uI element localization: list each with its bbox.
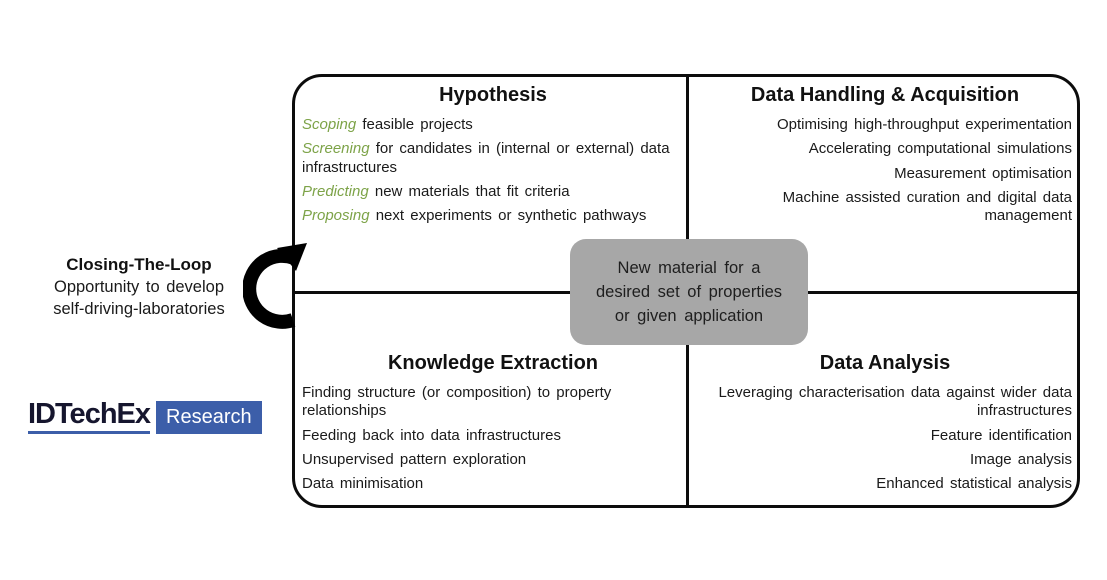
central-goal-line: New material for a: [617, 259, 761, 277]
closing-loop-line: Opportunity to develop: [53, 278, 225, 296]
list-item: Feeding back into data infrastructures: [302, 426, 561, 444]
hypothesis-item-lead: Screening: [302, 140, 370, 158]
list-item: Leveraging characterisation data against…: [718, 384, 1072, 420]
idtechex-logo: IDTechEx Research: [28, 400, 262, 434]
idtechex-wordmark: IDTechEx: [28, 400, 151, 434]
list-item: Accelerating computational simulations: [808, 140, 1072, 158]
hypothesis-item-lead: Predicting: [302, 182, 369, 200]
quadrant-title: Knowledge Extraction: [387, 352, 599, 374]
quadrant-data-analysis: Data Analysis Leveraging characterisatio…: [698, 352, 1072, 499]
quadrant-title: Data Handling & Acquisition: [750, 84, 1020, 106]
closing-loop-line: self-driving-laboratories: [53, 300, 225, 318]
central-goal-box: New material for a desired set of proper…: [570, 239, 808, 345]
closing-loop-label: Closing-The-Loop Opportunity to develop …: [30, 254, 248, 320]
closing-loop-arrow-icon: [243, 243, 307, 329]
hypothesis-item: Scoping feasible projects: [302, 116, 684, 134]
quadrant-knowledge-extraction: Knowledge Extraction Finding structure (…: [302, 352, 684, 499]
hypothesis-item-rest: new materials that fit criteria: [368, 182, 570, 200]
closing-loop-title: Closing-The-Loop: [66, 255, 212, 274]
list-item: Enhanced statistical analysis: [876, 475, 1072, 493]
quadrant-data-handling: Data Handling & Acquisition Optimising h…: [698, 84, 1072, 231]
list-item: Finding structure (or composition) to pr…: [302, 384, 612, 420]
list-item: Feature identification: [930, 426, 1072, 444]
hypothesis-item-lead: Proposing: [302, 207, 370, 225]
hypothesis-item-rest: feasible projects: [356, 116, 473, 133]
list-item: Optimising high-throughput experimentati…: [777, 116, 1072, 133]
hypothesis-item: Screening for candidates in (internal or…: [302, 140, 684, 177]
list-item: Data minimisation: [302, 475, 424, 493]
list-item: Image analysis: [969, 450, 1072, 468]
list-item: Measurement optimisation: [894, 164, 1072, 182]
quadrant-title: Data Analysis: [819, 352, 951, 374]
hypothesis-item: Proposing next experiments or synthetic …: [302, 207, 684, 225]
central-goal-line: or given application: [614, 307, 764, 325]
hypothesis-item-rest: for candidates in (internal or external)…: [302, 140, 670, 176]
hypothesis-item-lead: Scoping: [302, 116, 357, 133]
hypothesis-item: Predicting new materials that fit criter…: [302, 183, 684, 201]
research-badge: Research: [156, 401, 262, 434]
quadrant-title: Hypothesis: [439, 84, 547, 106]
quadrant-hypothesis: Hypothesis Scoping feasible projects Scr…: [302, 84, 684, 231]
list-item: Unsupervised pattern exploration: [302, 450, 527, 468]
list-item: Machine assisted curation and digital da…: [782, 188, 1072, 225]
hypothesis-item-rest: next experiments or synthetic pathways: [369, 207, 647, 225]
central-goal-line: desired set of properties: [595, 283, 782, 301]
